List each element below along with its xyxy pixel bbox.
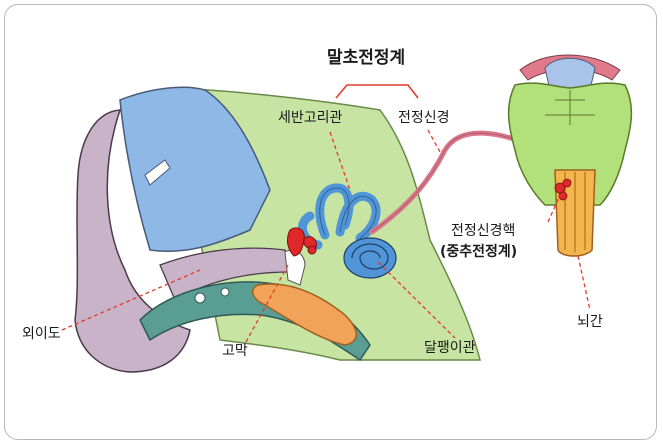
label-eardrum: 고막 — [222, 344, 248, 358]
bone-hole-2 — [221, 288, 229, 296]
leader-nerve — [428, 130, 440, 152]
bone-hole-1 — [195, 293, 205, 303]
leader-brainstem — [578, 256, 590, 310]
label-vestibular-nucleus: 전정신경핵 — [451, 224, 515, 238]
label-semicircular-canal: 세반고리관 — [278, 111, 342, 125]
label-peripheral-vestibular: 말초전정계 — [327, 50, 405, 67]
label-brainstem: 뇌간 — [577, 315, 603, 329]
brainstem-figure — [509, 55, 632, 256]
label-vestibular-nerve: 전정신경 — [398, 111, 450, 125]
label-cochlea: 달팽이관 — [424, 341, 476, 355]
title-bracket — [336, 85, 418, 98]
label-external-canal: 외이도 — [22, 327, 61, 341]
label-central-vestibular: (중추전정계) — [440, 245, 517, 259]
ear-anatomy — [75, 87, 480, 372]
